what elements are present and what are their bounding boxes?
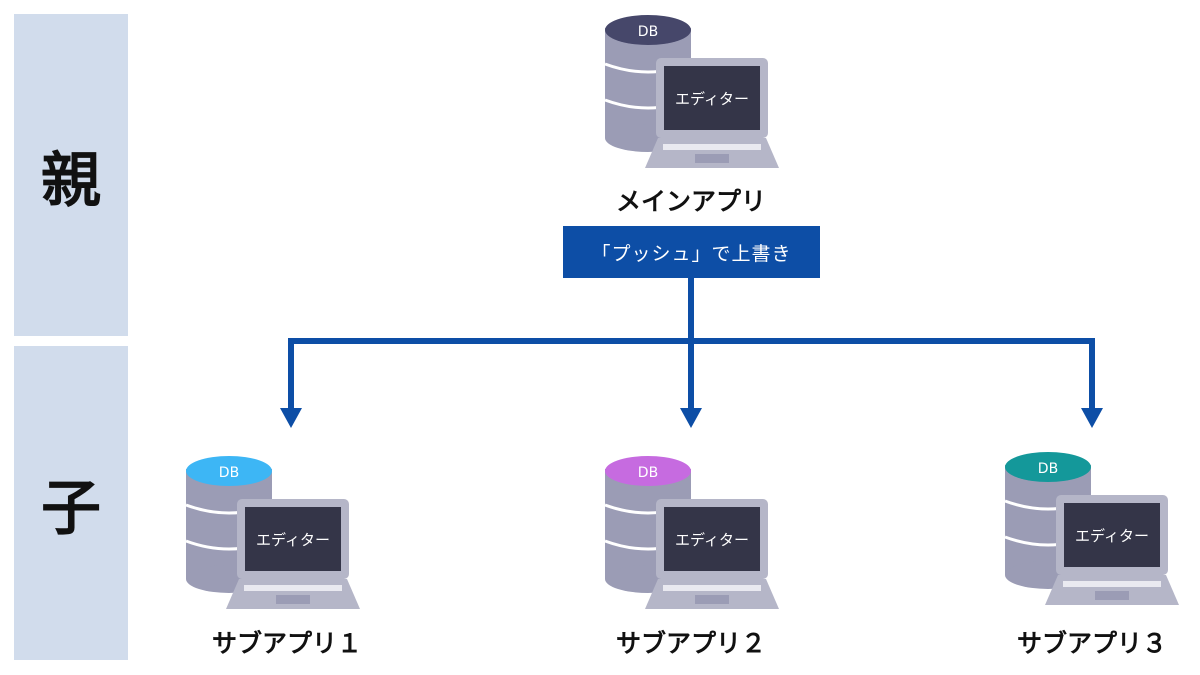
db-label: DB <box>219 465 239 481</box>
editor-label: エディター <box>1075 527 1149 545</box>
sub-app-label-1: サブアプリ１ <box>211 629 362 658</box>
db-label: DB <box>638 465 658 481</box>
db-label: DB <box>1038 461 1058 477</box>
child-row-label: 子 <box>14 346 128 660</box>
editor-label: エディター <box>675 90 749 108</box>
laptop-icon: エディター <box>645 58 779 168</box>
laptop-icon: エディター <box>645 499 779 609</box>
push-overwrite-label: 「プッシュ」で上書き <box>563 226 820 278</box>
arrow-down-icon <box>280 408 302 428</box>
sub-app-label-2: サブアプリ２ <box>615 629 766 658</box>
sub-app-node-1: DB エディター <box>184 455 364 615</box>
sub-app-node-3: DB エディター <box>1003 451 1183 611</box>
parent-row-label: 親 <box>14 14 128 336</box>
db-label: DB <box>638 24 658 40</box>
editor-label: エディター <box>675 531 749 549</box>
laptop-icon: エディター <box>226 499 360 609</box>
arrow-down-icon <box>1081 408 1103 428</box>
sub-app-node-2: DB エディター <box>603 455 783 615</box>
sub-app-label-3: サブアプリ３ <box>1016 629 1167 658</box>
main-app-node: DB エディター <box>603 14 783 174</box>
editor-label: エディター <box>256 531 330 549</box>
main-app-label: メインアプリ <box>615 187 766 216</box>
laptop-icon: エディター <box>1045 495 1179 605</box>
arrow-down-icon <box>680 408 702 428</box>
